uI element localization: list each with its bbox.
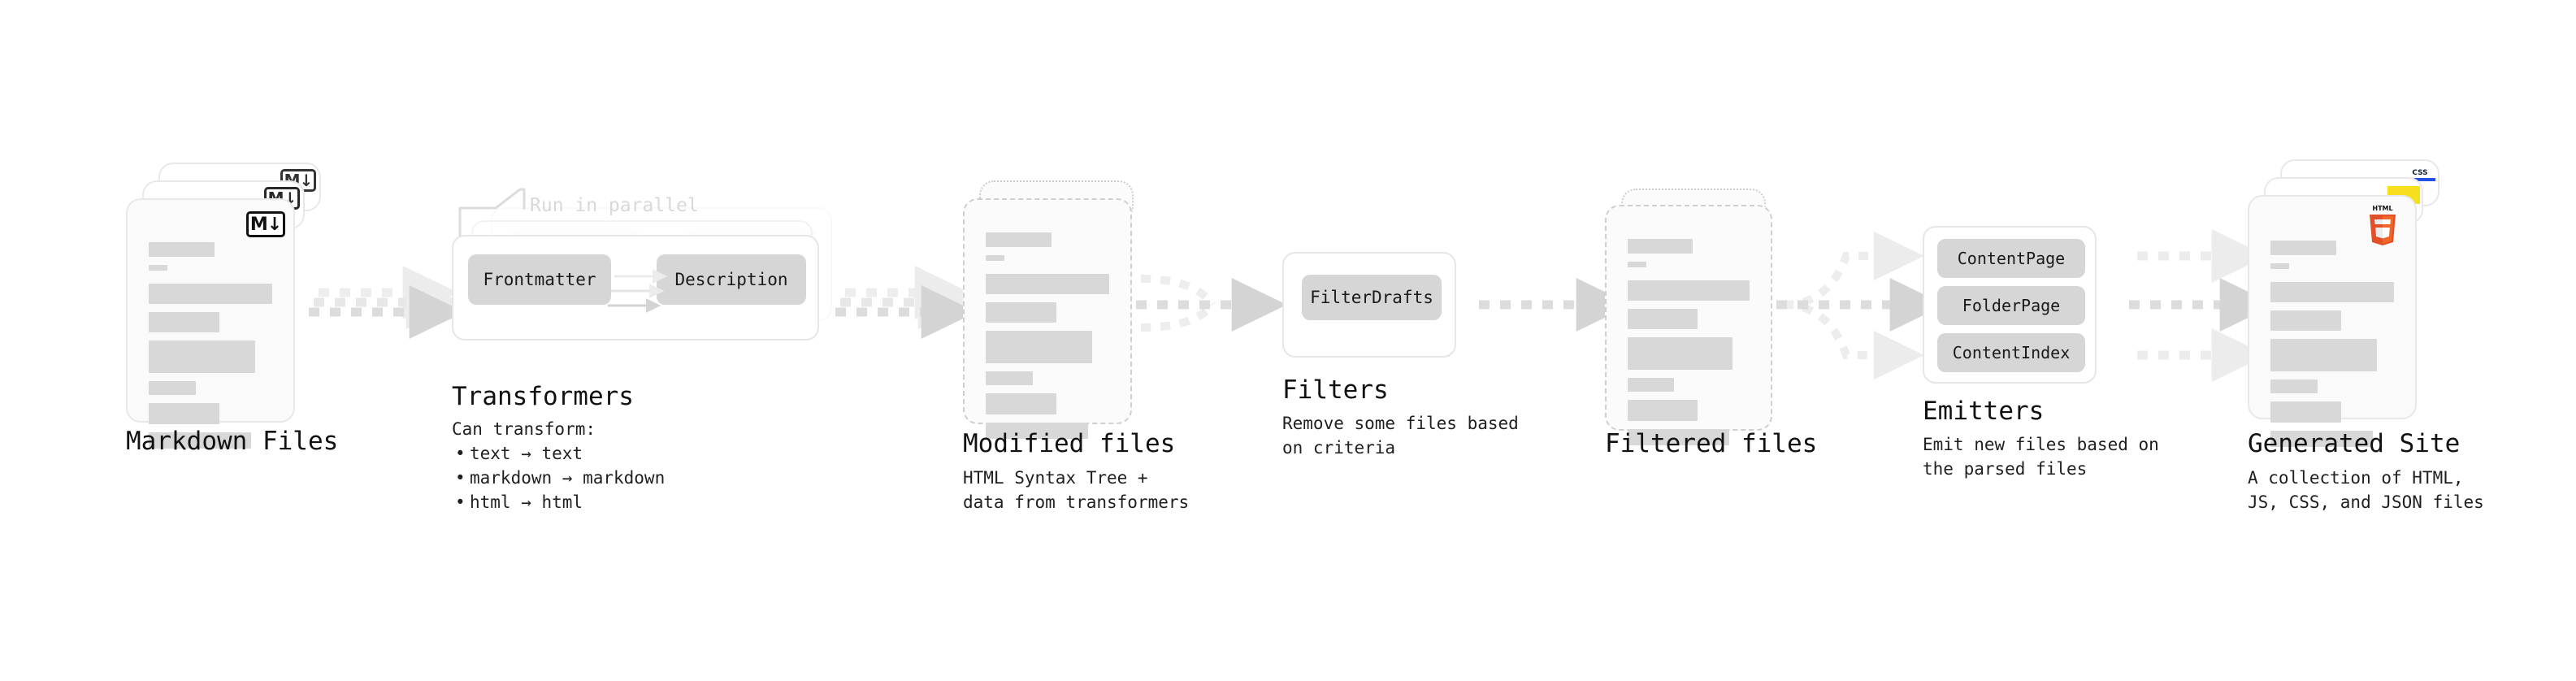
stage-title-markdown-files: Markdown Files — [126, 427, 339, 456]
stage-title-filters: Filters — [1282, 375, 1389, 405]
document-placeholder-lines — [149, 242, 272, 457]
transformers-bullet: markdown → markdown — [455, 466, 665, 490]
modified-card-front — [963, 198, 1132, 439]
filters-description: Remove some files based on criteria — [1282, 414, 1519, 458]
emitter-chip-contentindex[interactable]: ContentIndex — [1937, 333, 2085, 372]
arrow-markdown-to-transformers — [309, 266, 465, 339]
transformers-bullet-list: text → text markdown → markdown html → h… — [452, 441, 665, 514]
stage-title-emitters: Emitters — [1923, 397, 2045, 426]
document-placeholder-lines — [986, 232, 1109, 447]
transformers-bullet: html → html — [455, 490, 665, 514]
site-card-front-html: HTML — [2248, 195, 2417, 447]
stage-title-filtered-files: Filtered files — [1605, 429, 1818, 458]
run-in-parallel-caption: Run in parallel — [530, 195, 699, 216]
emitter-chip-contentpage[interactable]: ContentPage — [1937, 239, 2085, 278]
transformer-chip-description[interactable]: Description — [657, 254, 806, 305]
filters-panel: FilterDrafts — [1282, 252, 1456, 358]
emitters-panel: ContentPage FolderPage ContentIndex — [1923, 226, 2097, 384]
transformers-bullet: text → text — [455, 441, 665, 466]
stage-title-transformers: Transformers — [452, 382, 634, 411]
arrow-modified-to-filters — [1136, 275, 1287, 332]
transformer-chip-frontmatter[interactable]: Frontmatter — [468, 254, 611, 305]
css3-icon: CSS — [2405, 169, 2435, 181]
stage-title-modified-files: Modified files — [963, 429, 1176, 458]
filter-chip-filterdrafts[interactable]: FilterDrafts — [1302, 275, 1442, 320]
emitter-chip-folderpage[interactable]: FolderPage — [1937, 286, 2085, 325]
markdown-card-front: M↓ — [126, 198, 295, 449]
stage-title-generated-site: Generated Site — [2248, 429, 2461, 458]
transformer-panel-front: Frontmatter Description — [452, 235, 819, 340]
arrow-filtered-to-emitters — [1776, 232, 1945, 380]
modified-files-description: HTML Syntax Tree + data from transformer… — [963, 468, 1190, 512]
arrow-emitters-to-site — [2129, 229, 2275, 382]
svg-text:HTML: HTML — [2372, 205, 2392, 212]
html5-icon: HTML — [2363, 203, 2402, 249]
emitters-description: Emit new files based on the parsed files — [1923, 435, 2159, 479]
arrow-transformers-to-modified — [835, 266, 977, 339]
markdown-icon: M↓ — [246, 211, 285, 237]
document-placeholder-lines — [2270, 241, 2394, 455]
document-placeholder-lines — [1628, 239, 1750, 453]
generated-site-description: A collection of HTML, JS, CSS, and JSON … — [2248, 468, 2484, 512]
filtered-card-front — [1605, 205, 1772, 445]
transformers-bullets-intro: Can transform: — [452, 419, 596, 439]
